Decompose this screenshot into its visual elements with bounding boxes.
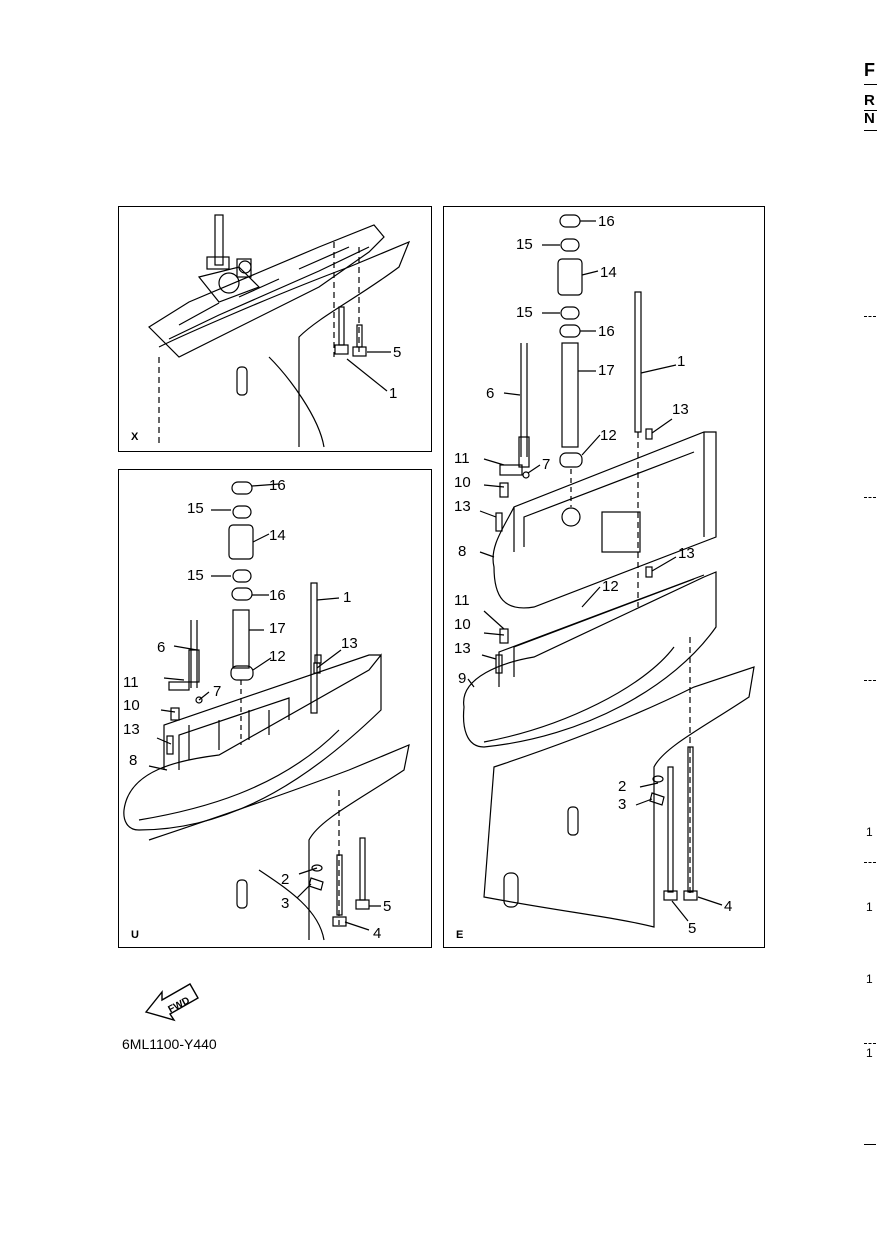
margin-tick: [864, 680, 876, 681]
callout-2: 2: [281, 871, 289, 888]
margin-tick: [864, 1043, 876, 1044]
callout-17: 17: [269, 620, 286, 637]
panel-x-tag: X: [131, 431, 139, 443]
callout-10: 10: [454, 474, 471, 491]
callout-11: 11: [123, 674, 139, 691]
edge-letter-r: R: [864, 92, 875, 109]
callout-16: 16: [269, 587, 286, 604]
callout-13: 13: [341, 635, 358, 652]
callout-11: 11: [454, 592, 470, 609]
callout-1: 1: [343, 589, 351, 606]
callout-7: 7: [213, 683, 221, 700]
panel-e: 16 15 14 15 16 6 17 1 13 12 11 7 10 13 8…: [443, 206, 765, 948]
callout-14: 14: [600, 264, 617, 281]
panel-u: 16 15 14 15 16 1 6 17 13 12 11 7 10 13 8…: [118, 469, 432, 948]
margin-number: 1: [866, 825, 873, 839]
panel-u-tag: U: [131, 929, 139, 941]
callout-17: 17: [598, 362, 615, 379]
edge-letter-f: F: [864, 60, 875, 80]
callout-8: 8: [129, 752, 137, 769]
callout-10: 10: [123, 697, 140, 714]
panel-e-tag: E: [456, 929, 464, 941]
callout-15: 15: [516, 236, 533, 253]
panel-u-drawing: 16 15 14 15 16 1 6 17 13 12 11 7 10 13 8…: [123, 477, 410, 942]
callout-10: 10: [454, 616, 471, 633]
figure-code: 6ML1100-Y440: [122, 1036, 217, 1052]
callout-4: 4: [724, 898, 732, 915]
edge-rule: [864, 110, 877, 111]
callout-5: 5: [383, 898, 391, 915]
margin-tick: [864, 1144, 876, 1145]
callout-3: 3: [618, 796, 626, 813]
callout-1: 1: [389, 385, 397, 402]
callout-1: 1: [677, 353, 685, 370]
callout-12: 12: [600, 427, 617, 444]
callout-8: 8: [458, 543, 466, 560]
callout-6: 6: [486, 385, 494, 402]
edge-rule: [864, 130, 877, 131]
edge-letter-n: N: [864, 110, 875, 127]
edge-rule: [864, 84, 877, 85]
callout-16: 16: [598, 323, 615, 340]
margin-tick: [864, 862, 876, 863]
panel-x-drawing: 5 1: [148, 214, 411, 448]
callout-5: 5: [688, 920, 696, 937]
callout-13: 13: [123, 721, 140, 738]
callout-6: 6: [157, 639, 165, 656]
margin-number: 1: [866, 972, 873, 986]
callout-13: 13: [454, 640, 471, 657]
callout-15: 15: [187, 567, 204, 584]
callout-13: 13: [678, 545, 695, 562]
fwd-arrow-icon: FWD: [140, 978, 204, 1031]
panel-e-drawing: 16 15 14 15 16 6 17 1 13 12 11 7 10 13 8…: [454, 213, 755, 937]
callout-11: 11: [454, 450, 470, 467]
callout-12: 12: [602, 578, 619, 595]
callout-15: 15: [187, 500, 204, 517]
callout-15: 15: [516, 304, 533, 321]
margin-tick: [864, 316, 876, 317]
margin-tick: [864, 497, 876, 498]
callout-16: 16: [598, 213, 615, 230]
callout-13: 13: [454, 498, 471, 515]
callout-12: 12: [269, 648, 286, 665]
callout-2: 2: [618, 778, 626, 795]
callout-9: 9: [458, 670, 466, 687]
callout-3: 3: [281, 895, 289, 912]
callout-14: 14: [269, 527, 286, 544]
margin-number: 1: [866, 1046, 873, 1060]
callout-4: 4: [373, 925, 381, 942]
callout-16: 16: [269, 477, 286, 494]
callout-13: 13: [672, 401, 689, 418]
callout-5: 5: [393, 344, 401, 361]
callout-7: 7: [542, 456, 550, 473]
panel-x: 5 1 X: [118, 206, 432, 452]
margin-number: 1: [866, 900, 873, 914]
